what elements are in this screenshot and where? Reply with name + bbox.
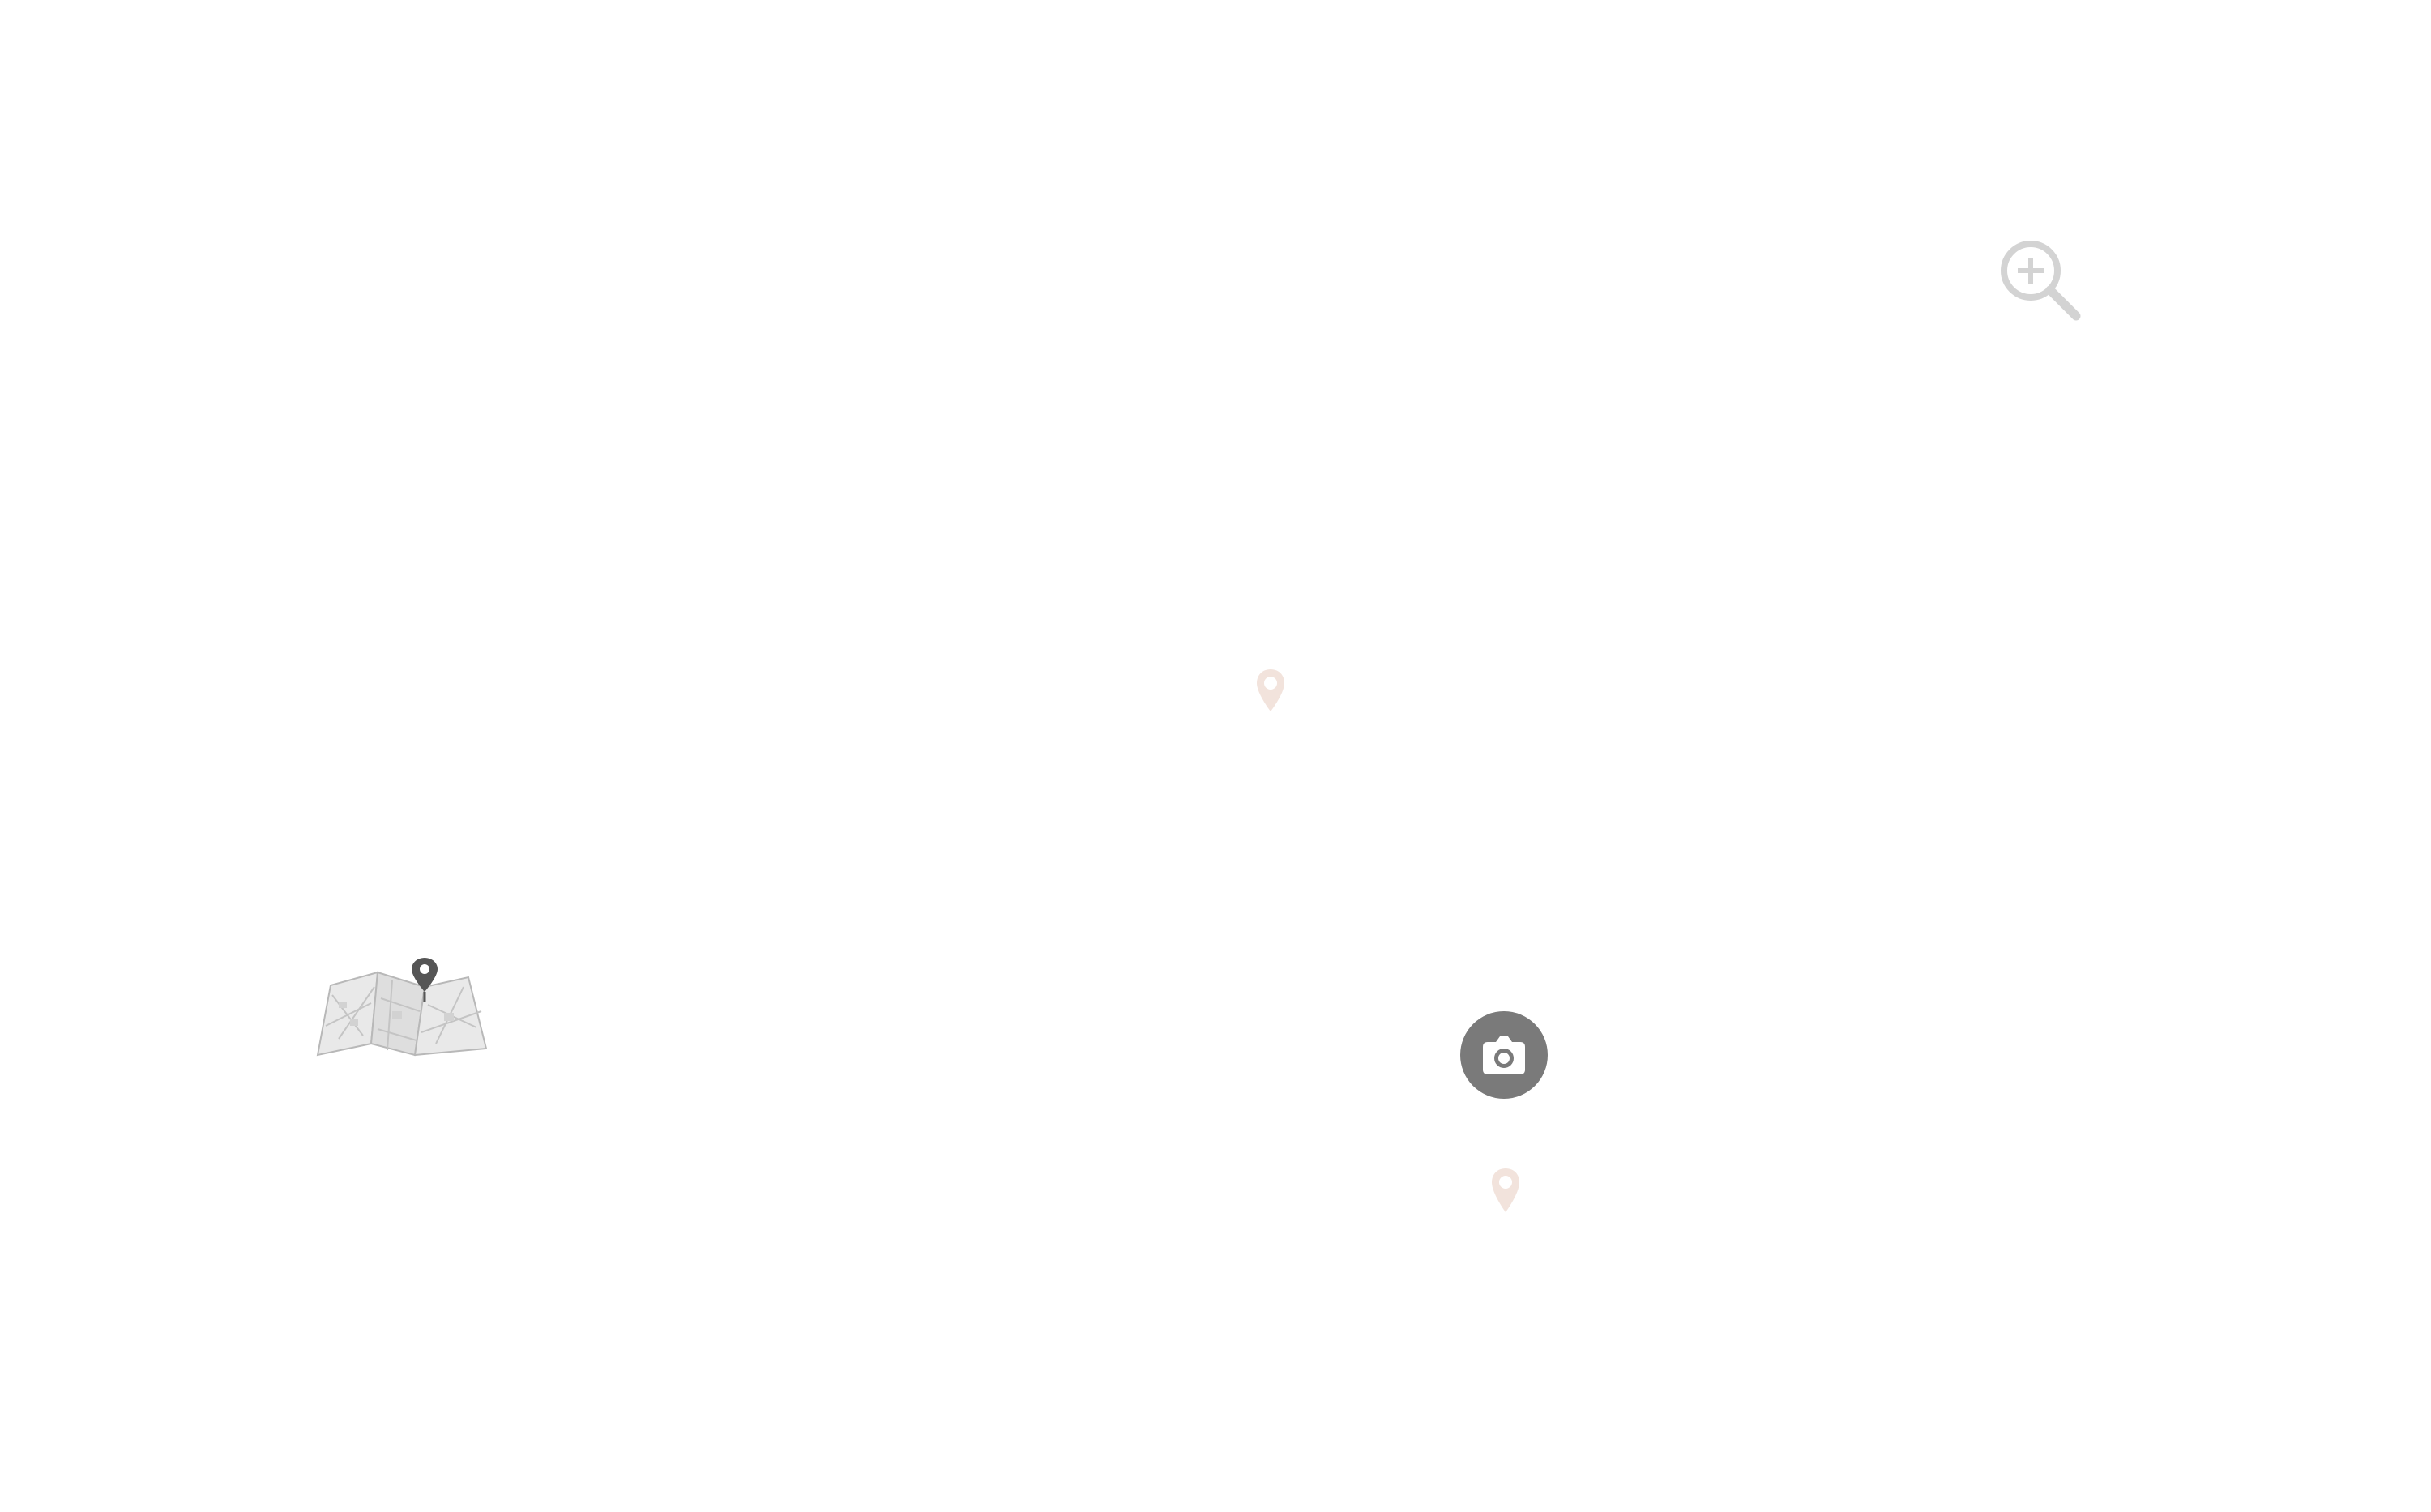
location-pin-icon[interactable]: [1254, 668, 1287, 713]
zoom-in-icon: [2001, 241, 2081, 321]
camera-button[interactable]: [1460, 1011, 1548, 1099]
zoom-in-button[interactable]: [1998, 238, 2081, 321]
folded-map-with-pin-icon: [314, 955, 489, 1060]
location-pin-icon[interactable]: [1489, 1167, 1522, 1214]
camera-icon: [1460, 1011, 1548, 1099]
